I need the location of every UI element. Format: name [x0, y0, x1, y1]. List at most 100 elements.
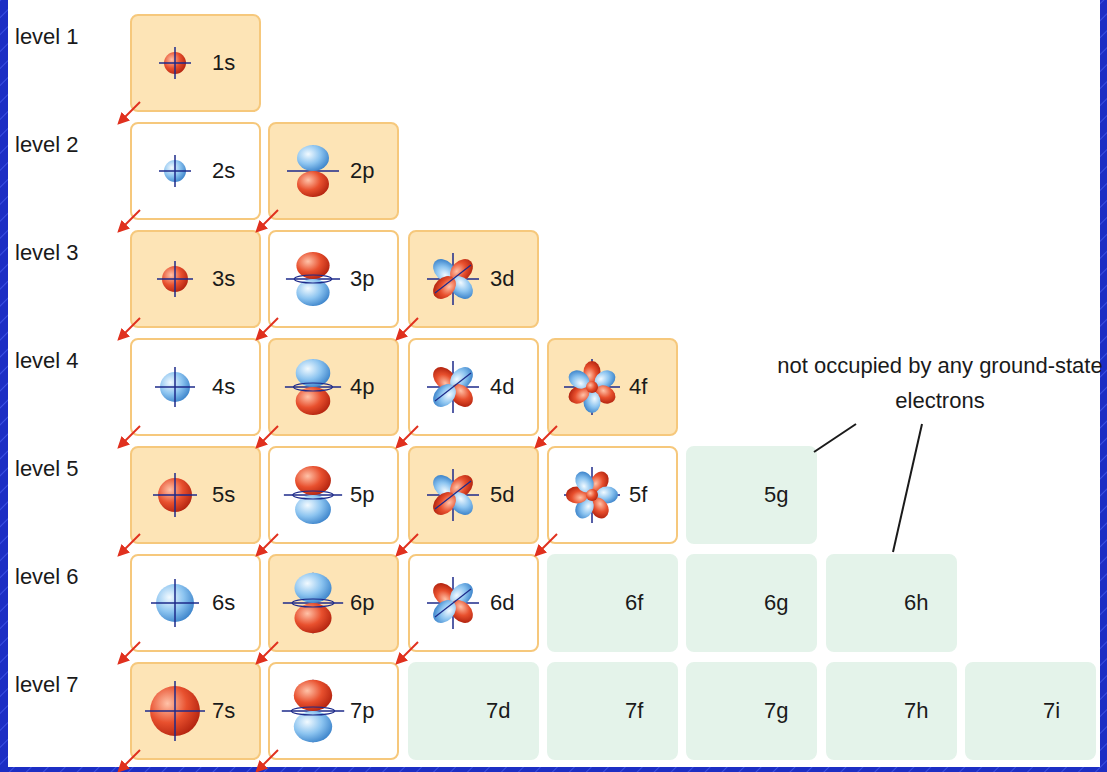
d-lobe — [446, 488, 478, 520]
f-lobe — [565, 367, 593, 393]
orbital-label: 6f — [625, 590, 643, 616]
axis-line — [435, 265, 471, 293]
f-lobe — [572, 468, 598, 496]
filling-order-arrow — [257, 318, 278, 339]
f-core — [586, 381, 598, 393]
axis-line — [174, 47, 176, 79]
axis-line — [174, 367, 176, 407]
axis-line — [435, 373, 471, 401]
axis-line — [159, 62, 191, 64]
orbital-picture — [284, 466, 342, 524]
orbital-label: 7p — [350, 698, 374, 724]
nodal-ring — [291, 707, 334, 715]
orbital-label: 6s — [212, 590, 235, 616]
orbital-picture — [157, 261, 193, 297]
orbital-label: 7d — [486, 698, 510, 724]
axis-line — [159, 170, 191, 172]
orbital-picture — [153, 473, 197, 517]
occupied-orbital-box: 3d — [408, 230, 539, 328]
axis-line — [427, 494, 479, 496]
orbital-picture — [282, 680, 344, 742]
axis-line — [155, 386, 195, 388]
orbital-label: 7g — [764, 698, 788, 724]
d-lobe — [446, 363, 478, 395]
d-lobe — [446, 272, 478, 304]
orbital-label: 7f — [625, 698, 643, 724]
filling-order-arrow — [397, 426, 418, 447]
d-lobe — [446, 255, 478, 287]
d-lobe — [429, 380, 461, 412]
occupied-orbital-box: 1s — [130, 14, 261, 112]
s-orbital — [164, 160, 186, 182]
occupied-orbital-box: 5d — [408, 446, 539, 544]
filling-order-arrow — [536, 534, 557, 555]
p-lobe — [297, 145, 329, 171]
unoccupied-orbital-box: 5g — [686, 446, 817, 544]
level-label: level 4 — [15, 348, 79, 374]
unoccupied-orbital-box: 6h — [826, 554, 957, 652]
axis-line — [174, 579, 176, 627]
leader-line — [814, 424, 856, 452]
orbital-label: 5d — [490, 482, 514, 508]
nodal-ring — [294, 275, 331, 283]
orbital-picture — [287, 145, 339, 197]
p-lobe — [296, 252, 329, 279]
orbital-label: 2s — [212, 158, 235, 184]
orbital-picture — [145, 681, 205, 741]
filling-order-arrow — [257, 210, 278, 231]
occupied-orbital-box: 7s — [130, 662, 261, 760]
f-lobe — [584, 361, 601, 383]
orbital-label: 3s — [212, 266, 235, 292]
occupied-orbital-box: 4s — [130, 338, 261, 436]
axis-line — [564, 386, 620, 388]
filling-order-arrow — [397, 642, 418, 663]
orbital-picture — [159, 155, 191, 187]
axis-line — [287, 170, 339, 172]
unoccupied-orbital-box: 6f — [547, 554, 678, 652]
axis-line — [283, 602, 343, 604]
p-lobe — [296, 387, 331, 415]
level-label: level 3 — [15, 240, 79, 266]
d-lobe — [446, 471, 478, 503]
orbital-label: 7i — [1043, 698, 1060, 724]
f-lobe — [565, 382, 593, 408]
axis-line — [452, 469, 454, 521]
f-lobe — [591, 382, 619, 408]
filling-order-arrow — [397, 534, 418, 555]
level-label: level 7 — [15, 672, 79, 698]
orbital-picture — [564, 467, 620, 523]
occupied-orbital-box: 3p — [268, 230, 399, 328]
s-orbital — [160, 372, 190, 402]
occupied-orbital-box: 4d — [408, 338, 539, 436]
filling-order-arrow — [257, 534, 278, 555]
orbital-label: 6g — [764, 590, 788, 616]
orbital-label: 4d — [490, 374, 514, 400]
axis-line — [427, 386, 479, 388]
orbital-label: 7s — [212, 698, 235, 724]
level-label: level 5 — [15, 456, 79, 482]
d-lobe — [446, 596, 478, 628]
axis-line — [564, 494, 620, 496]
f-lobe — [572, 494, 598, 522]
occupied-orbital-box: 4p — [268, 338, 399, 436]
orbital-label: 6p — [350, 590, 374, 616]
d-lobe — [446, 380, 478, 412]
orbital-picture — [159, 47, 191, 79]
p-lobe — [294, 711, 332, 742]
axis-line — [282, 710, 344, 712]
axis-line — [151, 602, 199, 604]
axis-line — [157, 278, 193, 280]
s-orbital — [156, 584, 194, 622]
unoccupied-orbital-box: 7i — [965, 662, 1096, 760]
occupied-orbital-box: 6s — [130, 554, 261, 652]
p-lobe — [296, 359, 331, 387]
axis-line — [312, 252, 314, 306]
p-lobe — [294, 603, 331, 633]
d-lobe — [429, 471, 461, 503]
p-lobe — [294, 680, 332, 711]
orbital-label: 5f — [629, 482, 647, 508]
s-orbital — [150, 686, 200, 736]
